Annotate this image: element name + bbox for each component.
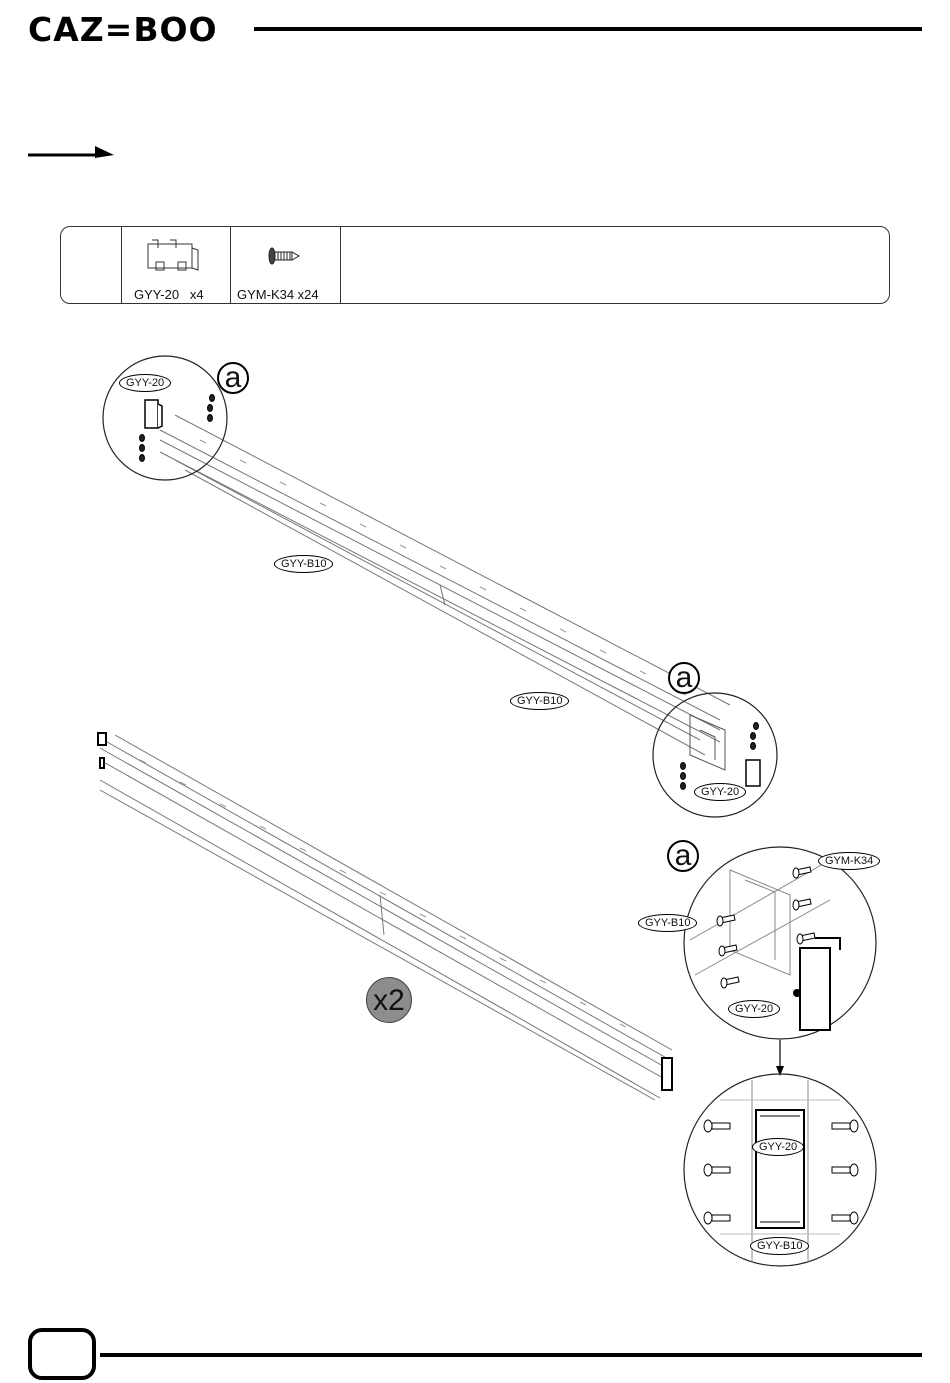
end-bracket-icon — [98, 733, 672, 1090]
page-number-box — [28, 1328, 96, 1380]
callout-gyy-b10: GYY-B10 — [638, 914, 697, 932]
bracket-detail-icon — [746, 760, 760, 786]
part-label-gyy-20: GYY-20 x4 — [134, 287, 204, 302]
step-letter-a: a — [667, 840, 699, 872]
parts-list: GYY-20 x4 GYM-K34 x24 — [60, 226, 890, 304]
callout-gyy-20: GYY-20 — [728, 1000, 780, 1018]
bracket-detail-icon — [794, 938, 840, 1030]
bracket-detail-icon — [145, 400, 162, 428]
step-letter-a: a — [217, 362, 249, 394]
parts-divider — [340, 227, 341, 303]
quantity-badge: x2 — [366, 977, 412, 1023]
callout-gyy-20: GYY-20 — [752, 1138, 804, 1156]
footer-rule — [100, 1353, 922, 1357]
bracket-detail-icon — [756, 1110, 804, 1228]
callout-gyy-20: GYY-20 — [119, 374, 171, 392]
parts-divider — [230, 227, 231, 303]
callout-gyy-b10: GYY-B10 — [274, 555, 333, 573]
callout-gym-k34: GYM-K34 — [818, 852, 880, 870]
detail-circle-connection — [684, 847, 876, 1039]
callout-gyy-b10: GYY-B10 — [750, 1237, 809, 1255]
callout-gyy-20: GYY-20 — [694, 783, 746, 801]
callout-gyy-b10: GYY-B10 — [510, 692, 569, 710]
step-letter-a: a — [668, 662, 700, 694]
direction-arrow-icon — [28, 146, 114, 158]
down-arrow-icon — [776, 1040, 784, 1076]
parts-divider — [121, 227, 122, 303]
lower-beam — [100, 735, 672, 1100]
part-label-gym-k34: GYM-K34 x24 — [237, 287, 319, 302]
upper-beam — [160, 415, 730, 755]
